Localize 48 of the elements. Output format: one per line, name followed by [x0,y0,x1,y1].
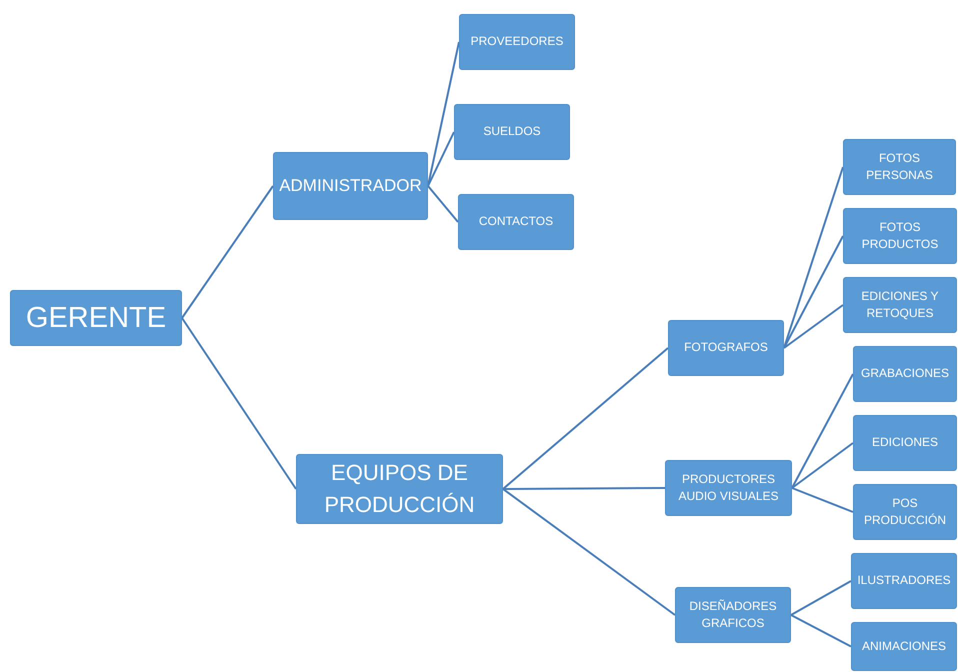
box-label: CONTACTOS [478,213,554,230]
box-label: EQUIPOS DE PRODUCCIÓN [323,459,476,519]
connector-line [783,304,844,349]
box-label: ADMINISTRADOR [279,174,422,197]
org-box [851,553,957,609]
org-box [459,14,575,70]
connector-line [790,580,852,616]
connector-line [502,347,669,490]
box-label: ILUSTRADORES [857,572,951,590]
box-label: POS PRODUCCIÓN [862,494,947,529]
box-label: FOTOS PRODUCTOS [860,218,940,253]
org-box [675,587,791,643]
connector-line [181,185,274,319]
connector-line [502,488,676,616]
box-label: FOTOGRAFOS [684,339,768,356]
connector-line [791,374,854,488]
box-label: GRABACIONES [860,365,950,382]
box-label: PROVEEDORES [470,33,564,50]
org-box [458,194,574,250]
org-box [454,104,570,160]
box-label: DISEÑADORES GRAFICOS [688,598,778,632]
org-box [843,208,957,264]
box-label: GERENTE [26,300,166,336]
org-box [665,460,792,516]
connector-line [181,317,297,490]
org-box [851,622,957,671]
connector-line [427,185,459,223]
org-box [853,415,957,471]
org-box [843,277,957,333]
org-box [843,139,956,195]
connector-line [427,132,455,186]
box-label: SUELDOS [483,123,541,140]
org-box [296,454,503,524]
org-box [10,290,182,346]
org-box [273,152,428,220]
box-label: ANIMACIONES [862,638,946,655]
org-box [853,484,957,540]
connector-line [783,236,844,348]
box-label: FOTOS PERSONAS [865,150,934,184]
connector-line [503,487,665,490]
box-label: EDICIONES Y RETOQUES [860,288,940,322]
box-label: PRODUCTORES AUDIO VISUALES [677,470,780,505]
org-box [853,346,957,402]
connector-line [791,442,854,489]
box-label: EDICIONES [872,434,938,452]
connector-line [792,487,854,513]
connector-line [790,614,852,648]
org-box [668,320,784,376]
